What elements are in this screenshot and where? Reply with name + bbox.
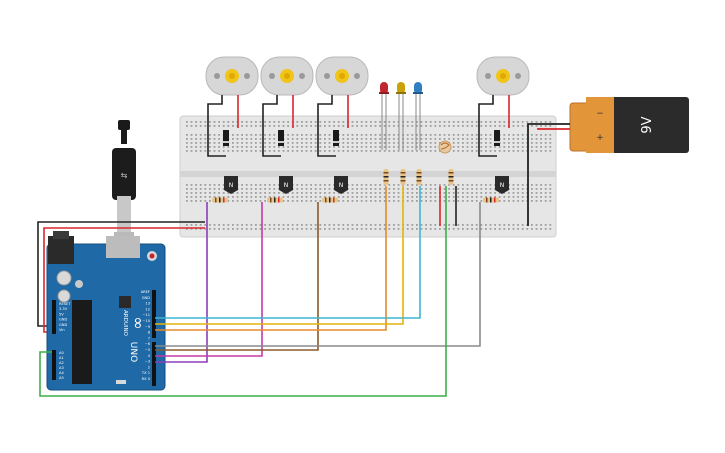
battery-leads xyxy=(527,123,570,226)
resistors xyxy=(212,169,499,203)
digital-pin-label: 2 xyxy=(148,365,150,369)
led-yellow[interactable] xyxy=(396,82,406,150)
transistor-2[interactable]: N xyxy=(279,176,293,194)
battery-minus-label: − xyxy=(596,109,604,119)
power-pin-label: 3.3V xyxy=(59,307,68,311)
power-pin-label: GND xyxy=(59,318,67,322)
analog-pin-label: A5 xyxy=(59,376,64,380)
analog-pin-label: A1 xyxy=(59,356,64,360)
atmega-chip xyxy=(72,300,92,384)
digital-pin-label: 8 xyxy=(148,331,151,335)
breadboard-holes xyxy=(186,121,552,230)
led-blue[interactable] xyxy=(413,82,423,150)
digital-pin-label: GND xyxy=(142,296,150,300)
digital-pin-label: 12 xyxy=(145,307,150,311)
motor-3[interactable] xyxy=(315,56,369,96)
usb-cable: ⇆ xyxy=(112,120,136,250)
usb-icon: ⇆ xyxy=(121,171,128,180)
digital-pin-label: AREF xyxy=(141,290,150,294)
digital-pin-label: ~11 xyxy=(142,313,150,317)
power-pin-label: GND xyxy=(59,323,67,327)
analog-pin-label: A0 xyxy=(59,351,64,355)
power-pin-label: Vin xyxy=(59,328,65,332)
motor-leads xyxy=(207,95,510,157)
led-red[interactable] xyxy=(379,82,389,150)
analog-pin-label: A3 xyxy=(59,366,64,370)
battery-9v[interactable]: − + 9V xyxy=(569,97,689,153)
transistor-1[interactable]: N xyxy=(224,176,238,194)
digital-pin-label: ~10 xyxy=(142,319,150,323)
transistor-label: N xyxy=(229,182,234,189)
arduino-brand-label: ARDUINO xyxy=(122,310,128,337)
digital-pin-label: RX 0 xyxy=(142,377,151,381)
arduino-logo-icon: ∞ xyxy=(129,316,148,329)
breadboard[interactable] xyxy=(179,115,557,238)
transistor-label: N xyxy=(500,182,505,189)
transistor-3[interactable]: N xyxy=(334,176,348,194)
transistor-4[interactable]: N xyxy=(495,176,509,194)
arduino-model-label: UNO xyxy=(128,342,138,362)
motor-2[interactable] xyxy=(260,56,314,96)
digital-pin-label: ~6 xyxy=(145,342,151,346)
digital-pin-label: ~3 xyxy=(145,360,150,364)
photoresistor[interactable] xyxy=(438,140,452,154)
motor-1[interactable] xyxy=(205,56,259,96)
motor-4[interactable] xyxy=(476,56,530,96)
power-pin-label: RESET xyxy=(59,302,71,306)
transistor-label: N xyxy=(284,182,289,189)
transistor-label: N xyxy=(339,182,344,189)
signal-wires xyxy=(39,186,481,397)
digital-pin-label: 13 xyxy=(145,302,150,306)
battery-plus-label: + xyxy=(596,133,604,143)
digital-pin-label: ~9 xyxy=(145,325,151,329)
digital-pin-label: ~5 xyxy=(145,348,150,352)
power-pin-label: 5V xyxy=(59,312,64,316)
digital-pin-label: 4 xyxy=(148,354,151,358)
battery-voltage-label: 9V xyxy=(640,116,655,133)
diodes xyxy=(223,130,500,146)
digital-pin-label: 7 xyxy=(148,336,150,340)
analog-pin-label: A4 xyxy=(59,371,64,375)
digital-pin-label: TX 1 xyxy=(141,371,150,375)
analog-pin-label: A2 xyxy=(59,361,64,365)
